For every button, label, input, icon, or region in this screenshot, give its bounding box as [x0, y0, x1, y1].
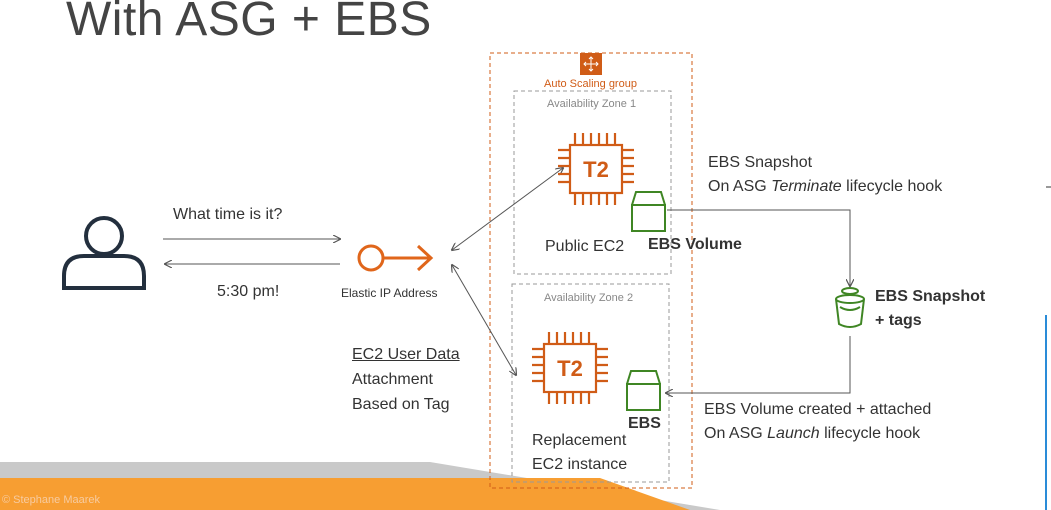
footer-copyright: © Stephane Maarek [2, 494, 100, 506]
asg-icon [580, 53, 602, 75]
user-icon [62, 216, 146, 290]
eip-to-ec2-2-arrow [452, 265, 516, 375]
response-text: 5:30 pm! [217, 283, 280, 300]
asg-boundary [489, 52, 693, 489]
ebs-volume-icon [626, 370, 661, 411]
snapshot-note-line1: EBS Snapshot [708, 154, 813, 171]
availability-zone-2 [511, 283, 670, 483]
snapshot-to-volume-arrow [666, 336, 851, 393]
ec2-chip-icon [532, 332, 608, 404]
created-note-prefix: On ASG [704, 425, 768, 442]
volume-to-snapshot-arrow [667, 209, 850, 286]
ebs-snapshot-bucket-icon [835, 287, 865, 328]
created-note-line2: On ASG Launch lifecycle hook [704, 425, 920, 443]
ec2-2-name-line2: EC2 instance [532, 456, 628, 473]
ec2-1-name: Public EC2 [545, 238, 625, 255]
ec2-1-chip-label: T2 [583, 157, 609, 182]
ebs-volume-icon [631, 191, 666, 232]
created-note-suffix: lifecycle hook [819, 425, 921, 442]
snapshot-label-line2: + tags [875, 312, 922, 329]
ec2-chip-icon [558, 133, 634, 205]
snapshot-note-italic: Terminate [771, 178, 842, 195]
user-data-line2: Attachment [352, 371, 433, 388]
snapshot-label-line1: EBS Snapshot [875, 288, 986, 305]
created-note-line1: EBS Volume created + attached [704, 401, 932, 418]
footer-orange-band [0, 478, 690, 510]
created-note-italic: Launch [767, 425, 820, 442]
ebs-volume-1-label: EBS Volume [648, 236, 742, 253]
right-edge-accent [1045, 315, 1047, 510]
zone-1-label: Availability Zone 1 [547, 98, 637, 110]
eip-to-ec2-1-arrow [452, 168, 563, 250]
right-edge-dash [1046, 186, 1051, 188]
zone-2-label: Availability Zone 2 [544, 292, 634, 304]
elastic-ip-icon [357, 244, 434, 272]
snapshot-note-line2: On ASG Terminate lifecycle hook [708, 178, 942, 196]
elastic-ip-label: Elastic IP Address [341, 286, 438, 300]
page-title: With ASG + EBS [66, 0, 432, 46]
snapshot-note-prefix: On ASG [708, 178, 772, 195]
asg-label: Auto Scaling group [544, 78, 637, 90]
snapshot-note-suffix: lifecycle hook [841, 178, 943, 195]
ec2-2-chip-label: T2 [557, 356, 583, 381]
request-text: What time is it? [173, 206, 283, 223]
ec2-2-name-line1: Replacement [532, 432, 627, 449]
user-data-line1: EC2 User Data [352, 346, 460, 363]
user-data-line3: Based on Tag [352, 396, 450, 413]
ebs-volume-2-label: EBS [628, 415, 661, 432]
